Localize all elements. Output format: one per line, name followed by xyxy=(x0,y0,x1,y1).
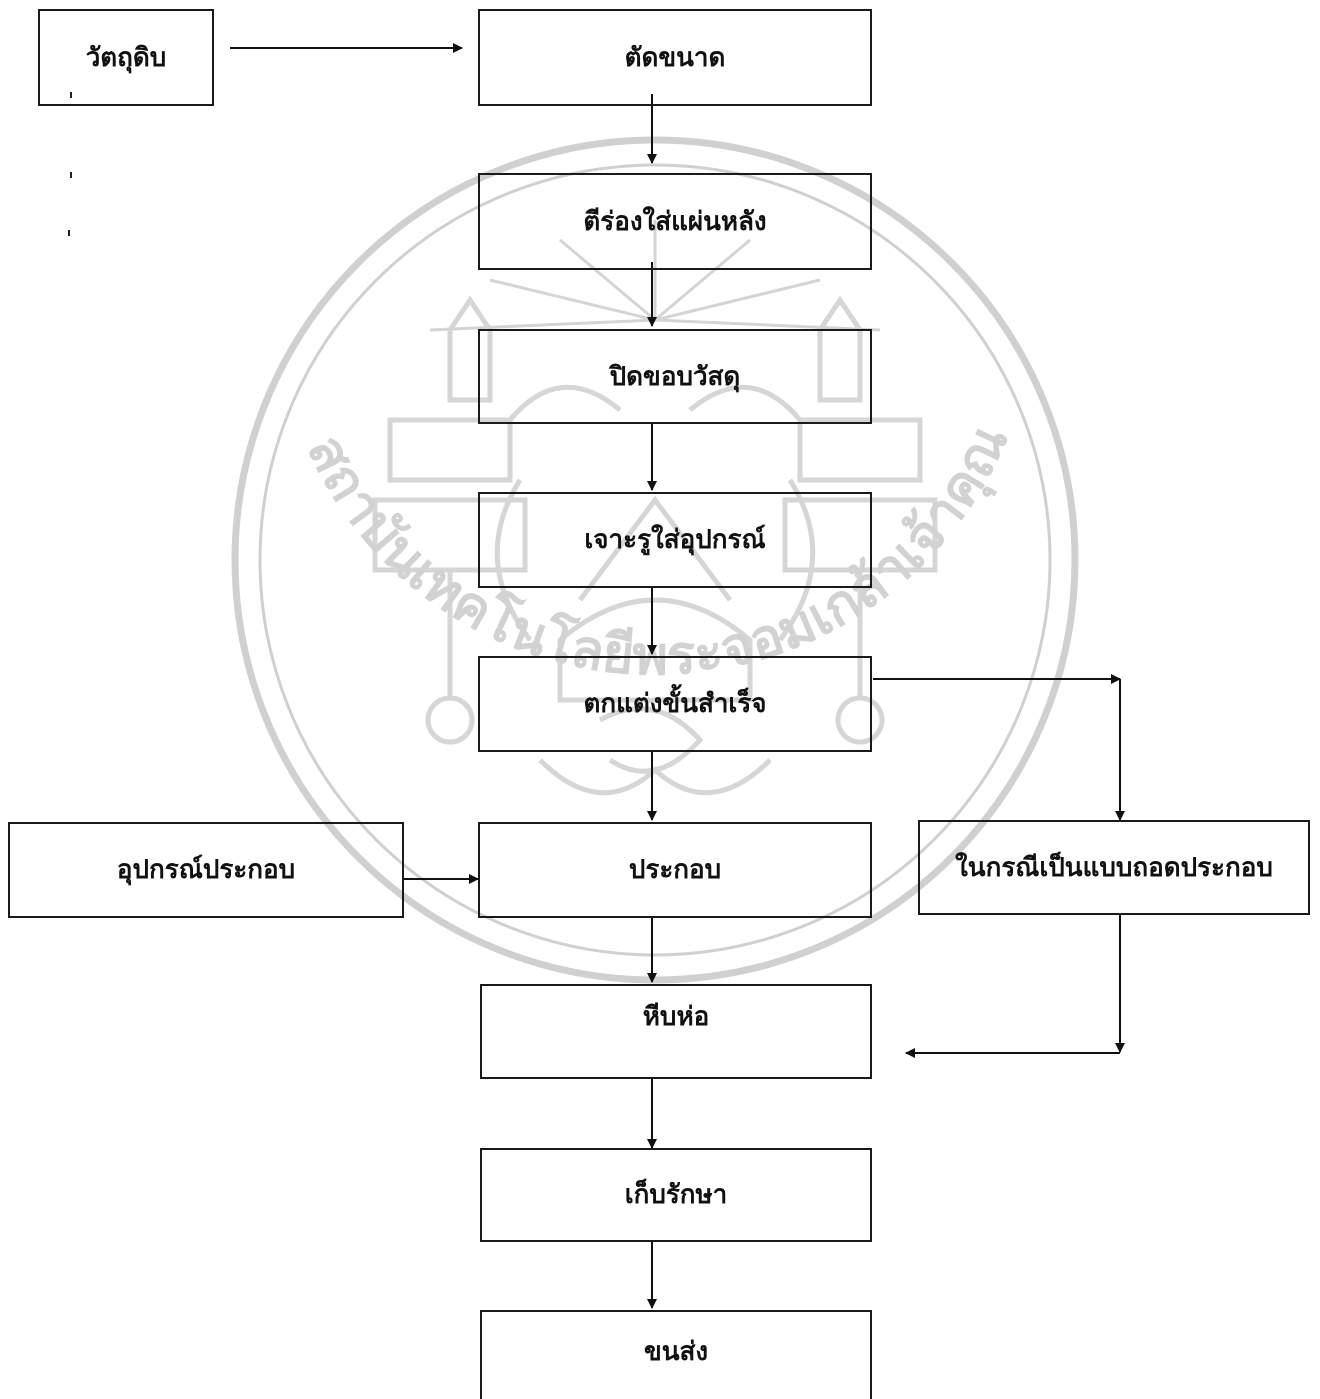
box-edge-cover: ปิดขอบวัสดุ xyxy=(478,329,872,424)
box-storage: เก็บรักษา xyxy=(480,1148,872,1242)
scan-speck xyxy=(70,92,72,98)
scan-speck xyxy=(68,230,70,236)
label-groove-back: ตีร่องใส่แผ่นหลัง xyxy=(583,206,767,237)
box-raw-material: วัตถุดิบ xyxy=(38,9,214,106)
label-ship: ขนส่ง xyxy=(643,1336,709,1367)
seal-ornament xyxy=(372,295,938,796)
label-finishing: ตกแต่งขั้นสำเร็จ xyxy=(583,689,767,719)
label-drill-fittings: เจาะรูใส่อุปกรณ์ xyxy=(584,525,766,555)
box-fittings: อุปกรณ์ประกอบ xyxy=(8,822,404,918)
box-finishing: ตกแต่งขั้นสำเร็จ xyxy=(478,656,872,752)
label-fittings: อุปกรณ์ประกอบ xyxy=(116,855,296,885)
box-drill-fittings: เจาะรูใส่อุปกรณ์ xyxy=(478,492,872,588)
box-assemble: ประกอบ xyxy=(478,822,872,918)
box-pack: หีบห่อ xyxy=(480,984,872,1079)
label-cut-size: ตัดขนาด xyxy=(624,42,726,73)
label-pack: หีบห่อ xyxy=(642,1001,710,1032)
label-edge-cover: ปิดขอบวัสดุ xyxy=(609,361,741,392)
box-knockdown-case: ในกรณีเป็นแบบถอดประกอบ xyxy=(918,820,1310,915)
label-storage: เก็บรักษา xyxy=(624,1180,728,1210)
label-knockdown-case: ในกรณีเป็นแบบถอดประกอบ xyxy=(955,852,1273,883)
label-raw-material: วัตถุดิบ xyxy=(85,42,167,73)
scan-speck xyxy=(70,172,72,178)
box-groove-back: ตีร่องใส่แผ่นหลัง xyxy=(478,173,872,270)
box-ship: ขนส่ง xyxy=(480,1310,872,1399)
box-cut-size: ตัดขนาด xyxy=(478,9,872,106)
seal-sun-rays xyxy=(429,220,881,332)
seal-inner-ring xyxy=(258,163,1052,957)
label-assemble: ประกอบ xyxy=(628,855,722,885)
